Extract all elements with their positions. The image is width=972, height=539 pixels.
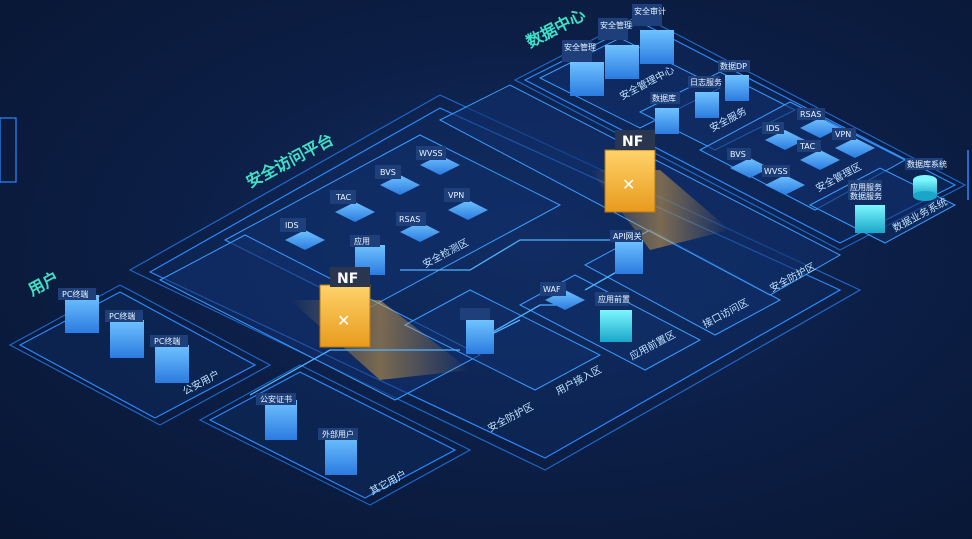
police-cert-label: 公安证书 bbox=[260, 394, 292, 404]
pc-terminal-3-label: PC终端 bbox=[154, 336, 180, 346]
firewall-left-label: NF bbox=[337, 271, 358, 287]
pc-terminal-3[interactable]: PC终端 bbox=[150, 335, 189, 383]
biz-server-1-label: 应用服务 bbox=[850, 182, 882, 192]
vpn-label: VPN bbox=[448, 191, 464, 200]
police-cert-terminal[interactable]: 公安证书 bbox=[256, 393, 297, 440]
pc-terminal-2[interactable]: PC终端 bbox=[105, 310, 144, 358]
left-edge-marker bbox=[0, 117, 17, 183]
dc-tac-device[interactable]: TAC bbox=[797, 140, 840, 170]
service-stack-3[interactable]: 数据DP bbox=[718, 60, 750, 101]
platform-plate-outer bbox=[128, 94, 862, 471]
service-stack-3-label: 数据DP bbox=[720, 61, 747, 71]
tac-device[interactable]: TAC bbox=[330, 190, 375, 222]
flow-line-1 bbox=[249, 349, 460, 396]
wvss-label: WVSS bbox=[419, 149, 443, 158]
mgmt-box-1-label: 安全管理 bbox=[564, 42, 596, 52]
pc-terminal-2-label: PC终端 bbox=[109, 311, 135, 321]
external-user-label: 外部用户 bbox=[322, 429, 354, 439]
dc-vpn-label: VPN bbox=[835, 130, 851, 139]
ids-device[interactable]: IDS bbox=[280, 218, 325, 250]
api-gateway-label: API网关 bbox=[613, 231, 642, 241]
dc-ids-label: IDS bbox=[766, 124, 780, 133]
access-server-label: 应用 bbox=[354, 236, 370, 246]
app-front-box[interactable]: 应用前置 bbox=[595, 292, 632, 342]
users-zone-title: 用户 bbox=[25, 268, 62, 300]
waf-device[interactable]: WAF bbox=[540, 282, 585, 310]
service-stack-1-label: 数据库 bbox=[652, 93, 676, 103]
firewall-right-icon: ✕ bbox=[622, 175, 635, 194]
bvs-device[interactable]: BVS bbox=[375, 165, 420, 195]
service-stack-1[interactable]: 数据库 bbox=[650, 92, 680, 134]
dc-rsas-label: RSAS bbox=[800, 110, 821, 119]
mgmt-box-2[interactable]: 安全管理 bbox=[598, 18, 639, 79]
biz-server-2-label: 数据服务 bbox=[850, 191, 882, 201]
user-access-area bbox=[403, 289, 602, 391]
firewall-left-icon: ✕ bbox=[337, 311, 350, 330]
vpn-device[interactable]: VPN bbox=[444, 188, 488, 220]
app-front-label: 应用前置 bbox=[598, 294, 630, 304]
dc-vpn-device[interactable]: VPN bbox=[832, 128, 875, 158]
dc-tac-label: TAC bbox=[799, 142, 816, 151]
service-stack-2[interactable]: 日志服务 bbox=[688, 76, 722, 118]
mgmt-box-3-label: 安全审计 bbox=[634, 6, 666, 16]
rsas-label: RSAS bbox=[399, 215, 420, 224]
dc-wvss-label: WVSS bbox=[764, 167, 788, 176]
external-user-terminal[interactable]: 外部用户 bbox=[318, 428, 358, 475]
mgmt-box-2-label: 安全管理 bbox=[600, 20, 632, 30]
dc-ids-device[interactable]: IDS bbox=[762, 122, 805, 150]
biz-database[interactable]: 数据库系统 bbox=[905, 158, 947, 201]
rsas-device[interactable]: RSAS bbox=[396, 212, 440, 242]
biz-server-1[interactable]: 应用服务 数据服务 bbox=[848, 180, 885, 233]
dc-bvs-label: BVS bbox=[730, 150, 746, 159]
dc-bvs-device[interactable]: BVS bbox=[727, 148, 770, 178]
service-stack-2-label: 日志服务 bbox=[690, 77, 722, 87]
flow-line-4 bbox=[584, 269, 621, 291]
dc-rsas-device[interactable]: RSAS bbox=[797, 108, 840, 138]
firewall-right[interactable]: NF ✕ bbox=[604, 130, 656, 213]
firewall-right-label: NF bbox=[622, 134, 643, 150]
tac-label: TAC bbox=[335, 193, 352, 202]
other-users-plate-outer bbox=[198, 364, 472, 506]
bvs-label: BVS bbox=[380, 168, 396, 177]
wvss-device[interactable]: WVSS bbox=[416, 146, 460, 175]
pc-terminal-1-label: PC终端 bbox=[62, 289, 88, 299]
mgmt-box-1[interactable]: 安全管理 bbox=[562, 40, 604, 96]
pc-terminal-1[interactable]: PC终端 bbox=[58, 288, 99, 333]
api-gateway-box[interactable]: API网关 bbox=[610, 230, 643, 274]
ids-label: IDS bbox=[285, 221, 299, 230]
firewall-left[interactable]: NF ✕ bbox=[319, 267, 371, 348]
waf-label: WAF bbox=[543, 285, 561, 294]
dc-wvss-device[interactable]: WVSS bbox=[762, 165, 805, 195]
flow-line-5 bbox=[400, 239, 610, 271]
mgmt-box-3[interactable]: 安全审计 bbox=[632, 4, 674, 64]
biz-database-label: 数据库系统 bbox=[907, 159, 947, 169]
access-gateway-box[interactable] bbox=[460, 308, 494, 354]
